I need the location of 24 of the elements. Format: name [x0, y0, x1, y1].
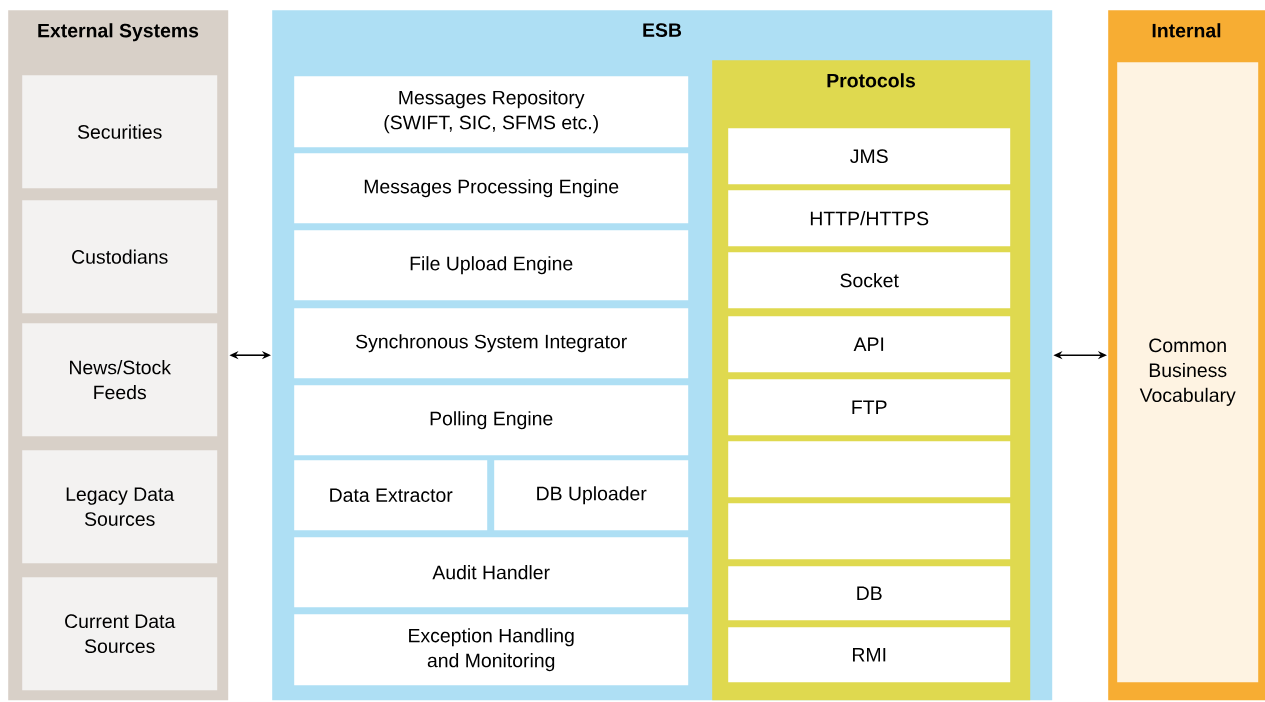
component-box: Socket	[728, 252, 1011, 309]
component-box: News/Stock Feeds	[22, 323, 218, 437]
component-box: Audit Handler	[294, 537, 689, 608]
component-box: Legacy Data Sources	[22, 450, 218, 564]
component-box: Data Extractor	[294, 460, 488, 531]
empty-box	[728, 441, 1011, 498]
component-box: Messages Processing Engine	[294, 153, 689, 224]
component-box: Custodians	[22, 200, 218, 314]
component-box: Polling Engine	[294, 385, 689, 456]
component-box: Common Business Vocabulary	[1117, 62, 1259, 683]
component-box: Current Data Sources	[22, 577, 218, 691]
component-box: HTTP/HTTPS	[728, 190, 1011, 247]
empty-box	[728, 503, 1011, 560]
component-box: FTP	[728, 379, 1011, 436]
component-box: Exception Handling and Monitoring	[294, 614, 689, 686]
component-box: Messages Repository (SWIFT, SIC, SFMS etc.)	[294, 76, 689, 148]
component-box: JMS	[728, 128, 1011, 185]
component-box: File Upload Engine	[294, 230, 689, 301]
component-box: RMI	[728, 627, 1011, 683]
component-box: DB	[728, 566, 1011, 621]
component-box: Synchronous System Integrator	[294, 308, 689, 379]
component-box: DB Uploader	[494, 460, 689, 531]
component-box: Securities	[22, 75, 218, 189]
component-box: API	[728, 316, 1011, 373]
